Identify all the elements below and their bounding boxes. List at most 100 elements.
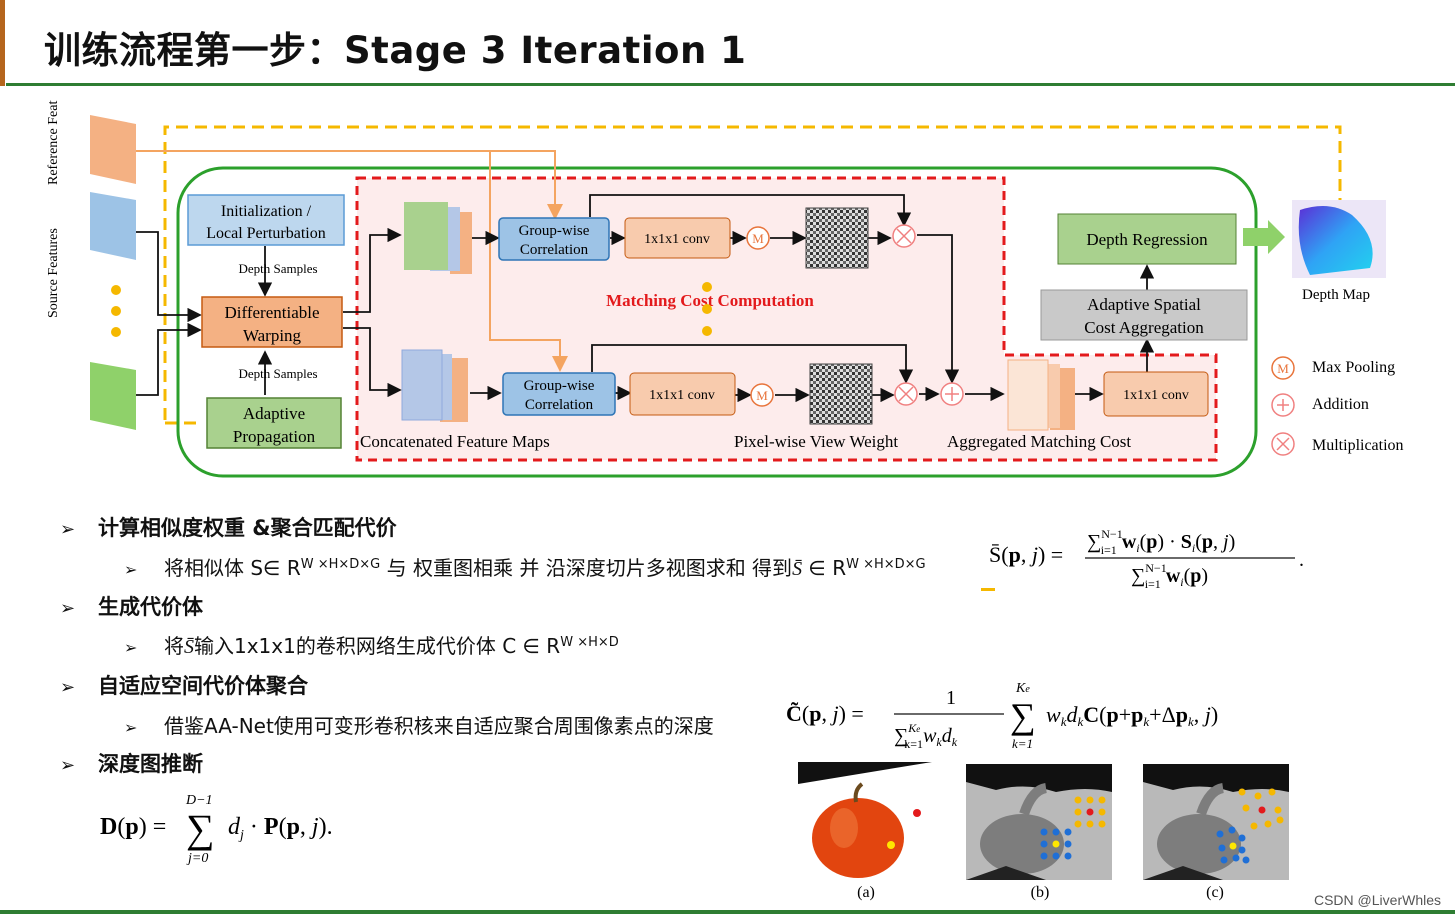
figure-a-onion <box>798 762 934 880</box>
legend-max-pool: M Max Pooling <box>1271 356 1395 380</box>
max-pool-node-bottom: M <box>750 383 774 407</box>
svg-text:Ke: Ke <box>1015 681 1030 696</box>
bullet-cost-volume: ➢生成代价体 <box>60 595 203 619</box>
svg-text:∑: ∑ <box>186 806 215 851</box>
reference-arrows <box>136 150 568 372</box>
source-feature-map-2 <box>90 362 136 430</box>
svg-text:wkdkC(p+pk+Δpk, j): wkdkC(p+pk+Δpk, j) <box>1046 702 1218 729</box>
svg-text:Initialization /Local Perturba: Initialization /Local Perturbation <box>206 203 326 242</box>
svg-text:∑Kek=1wkdk: ∑Kek=1wkdk <box>894 721 958 751</box>
svg-text:dj · P(p, j).: dj · P(p, j). <box>228 814 333 843</box>
pipeline-container <box>176 166 1258 478</box>
svg-text:∑N−1i=1 wi(p): ∑N−1i=1 wi(p) <box>1131 561 1208 591</box>
multiply-node-top <box>892 224 916 248</box>
depth-map-image <box>1292 200 1386 278</box>
bullet-cost-volume-text: 生成代价体 <box>98 595 203 619</box>
depth-samples-label-1: Depth Samples <box>238 261 317 276</box>
svg-text:C̃(p, j) =: C̃(p, j) = <box>786 701 864 726</box>
conv-box-bottom: 1x1x1 conv <box>629 372 736 416</box>
aggregation-figure: (a) (b) (c) <box>798 762 1289 901</box>
figure-label-c: (c) <box>1206 884 1224 901</box>
aggregated-cost-volume <box>1007 359 1075 431</box>
svg-text:M: M <box>752 231 764 246</box>
figure-label-b: (b) <box>1031 884 1050 901</box>
depth-map-label: Depth Map <box>1302 287 1370 303</box>
svg-text:M: M <box>1277 361 1289 376</box>
bullet-depth-inference: ➢深度图推断 <box>60 752 203 776</box>
feature-stack-top <box>404 202 472 274</box>
sub-similarity: ➢将相似体 S∈ RW ×H×D×G 与 权重图相乘 并 沿深度切片多视图求和 … <box>124 556 926 580</box>
svg-text:∑: ∑ <box>1010 696 1036 736</box>
yellow-dashed-loop <box>163 125 1342 425</box>
depth-samples-label-2: Depth Samples <box>238 366 317 381</box>
svg-text:Depth Regression: Depth Regression <box>1086 230 1208 249</box>
svg-text:1x1x1 conv: 1x1x1 conv <box>649 388 715 403</box>
svg-text:∑N−1i=1 wi(p) · Si(p, j): ∑N−1i=1 wi(p) · Si(p, j) <box>1087 527 1235 557</box>
bullet-depth-inference-text: 深度图推断 <box>98 752 203 776</box>
max-pool-node-top: M <box>746 226 770 250</box>
source-feature-map-1 <box>90 192 136 260</box>
conv-box-right: 1x1x1 conv <box>1103 371 1209 417</box>
svg-text:S̄(p, j) =: S̄(p, j) = <box>989 542 1063 567</box>
sub-cost-volume: ➢将S̄输入1x1x1的卷积网络生成代价体 C ∈ RW ×H×D <box>124 634 619 658</box>
view-weight-grid-top <box>805 207 869 269</box>
svg-text:j=0: j=0 <box>186 851 208 866</box>
svg-text:1: 1 <box>946 687 956 709</box>
bullet-aggregation-text: 自适应空间代价体聚合 <box>98 674 308 698</box>
watermark: CSDN @LiverWhles <box>1313 892 1441 908</box>
title-accent-bar <box>0 0 5 86</box>
agg-cost-label: Aggregated Matching Cost <box>947 432 1131 451</box>
svg-text:D−1: D−1 <box>185 793 213 808</box>
svg-text:Addition: Addition <box>1312 396 1369 413</box>
source-dots <box>111 285 121 337</box>
matching-cost-title: Matching Cost Computation <box>606 291 814 310</box>
reference-feature-map <box>90 115 136 184</box>
title-divider <box>6 83 1455 86</box>
svg-text:M: M <box>756 388 768 403</box>
svg-text:.: . <box>1299 549 1304 571</box>
conv-box-top: 1x1x1 conv <box>624 217 731 259</box>
reference-feature-label: Reference Feature <box>46 100 61 185</box>
bullet-similarity: ➢计算相似度权重 &聚合匹配代价 <box>60 516 397 540</box>
svg-text:Max Pooling: Max Pooling <box>1312 359 1395 376</box>
pipeline-diagram: Reference Feature Source Features <box>46 100 1404 478</box>
depth-regression-box: Depth Regression <box>1057 213 1237 265</box>
connector-arrows <box>136 194 1155 403</box>
svg-text:1x1x1 conv: 1x1x1 conv <box>1123 388 1189 403</box>
multiply-node-bottom <box>894 382 918 406</box>
bullet-similarity-text: 计算相似度权重 &聚合匹配代价 <box>98 516 397 540</box>
page-title: 训练流程第一步：Stage 3 Iteration 1 <box>44 29 747 72</box>
legend-multiplication: Multiplication <box>1271 432 1404 456</box>
sub-aggregation: ➢借鉴AA-Net使用可变形卷积核来自适应聚合周围像素点的深度 <box>124 714 714 738</box>
init-perturbation-box: Initialization /Local Perturbation <box>187 194 345 246</box>
formula-depth: D(p) = D−1 ∑ j=0 dj · P(p, j). <box>100 793 333 866</box>
figure-label-a: (a) <box>857 884 875 901</box>
legend-addition: Addition <box>1271 393 1369 417</box>
figure-b-depth <box>966 764 1112 880</box>
bullet-aggregation: ➢自适应空间代价体聚合 <box>60 674 308 698</box>
view-weight-grid-bottom <box>809 363 873 425</box>
output-arrow <box>1243 220 1285 254</box>
figure-c-depth <box>1143 764 1289 880</box>
addition-node <box>940 382 964 406</box>
svg-text:k=1: k=1 <box>1012 736 1033 751</box>
svg-text:Multiplication: Multiplication <box>1312 437 1404 454</box>
view-weight-label: Pixel-wise View Weight <box>734 432 898 451</box>
bottom-divider <box>0 910 1455 914</box>
matching-dots <box>702 282 712 336</box>
source-features-label: Source Features <box>46 228 61 318</box>
svg-text:D(p) =: D(p) = <box>100 814 166 840</box>
concat-label: Concatenated Feature Maps <box>360 432 550 451</box>
